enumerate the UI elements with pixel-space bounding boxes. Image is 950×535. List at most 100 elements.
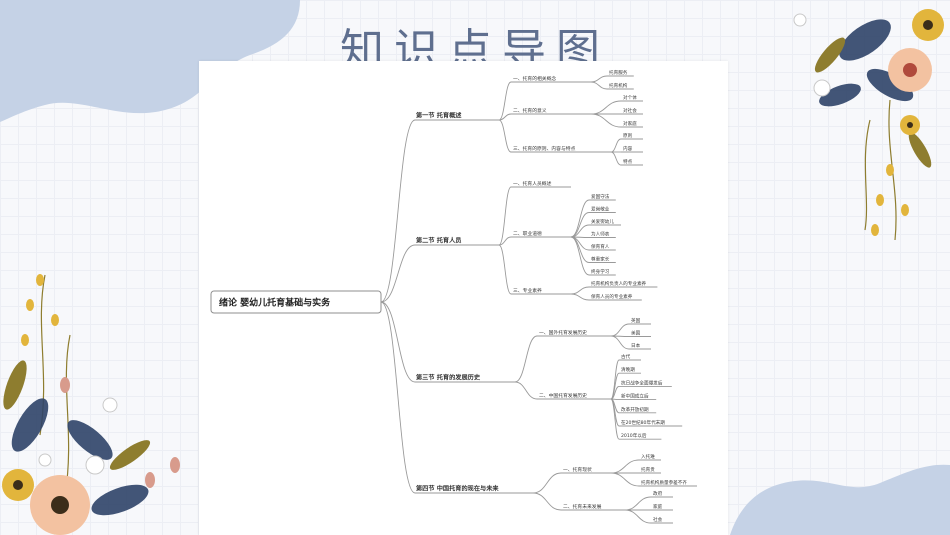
leaf-node-label: 对个体: [623, 94, 637, 101]
leaf-node-label: 原则: [623, 132, 633, 139]
leaf-node-label: 政府: [653, 490, 663, 497]
topic-node-label: 二、中国托育发展历史: [539, 392, 587, 399]
leaf-node-label: 入托难: [641, 453, 655, 460]
topic-to-leaf-link: [610, 398, 620, 440]
leaf-node-label: 对家庭: [623, 120, 637, 127]
topic-to-leaf-link: [610, 151, 622, 166]
root-to-section-link: [380, 119, 416, 303]
topic-to-leaf-link: [610, 138, 622, 153]
topic-to-leaf-link: [590, 100, 622, 115]
leaf-node-label: 托育机构: [609, 82, 628, 89]
topic-to-leaf-link: [624, 496, 652, 511]
topic-to-leaf-link: [590, 113, 622, 128]
topic-node-label: 一、托育人员概述: [513, 180, 552, 187]
section-to-topic-link: [532, 472, 562, 494]
topic-node-label: 二、职业道德: [513, 230, 542, 237]
topic-to-leaf-link: [570, 293, 590, 301]
topic-node-label: 一、托育的相关概念: [513, 75, 556, 82]
mindmap-card: 绪论 婴幼儿托育基础与实务 第一节 托育概述 一、托育的相关概念 托育服务托育机构二、…: [199, 61, 728, 535]
section-to-topic-link: [498, 81, 512, 121]
leaf-node-label: 内容: [623, 145, 633, 152]
topic-to-leaf-link: [570, 236, 590, 276]
section-to-topic-link: [514, 381, 538, 400]
leaf-node-label: 家庭: [653, 503, 663, 510]
mustard-flower: [900, 9, 944, 135]
peach-flower: [888, 48, 932, 92]
root-node-label: 绪论 婴幼儿托育基础与实务: [219, 297, 331, 309]
section-to-topic-link: [498, 119, 512, 153]
topic-to-leaf-link: [610, 472, 640, 487]
leaf-node-label: 美国: [631, 330, 641, 337]
topic-node-label: 二、托育的意义: [513, 107, 547, 114]
leaf-node-label: 关爱婴幼儿: [591, 218, 614, 225]
topic-node-label: 二、托育未来发展: [563, 503, 602, 510]
section-to-topic-link: [498, 236, 512, 246]
topic-to-leaf-link: [624, 509, 652, 524]
leaf-node-label: 终身学习: [591, 268, 610, 275]
leaf-node-label: 为人师表: [591, 231, 610, 238]
leaf-node-label: 古代: [621, 353, 631, 360]
root-to-section-link: [380, 301, 416, 383]
topic-to-leaf-link: [610, 323, 630, 337]
olive-leaf-group: [3, 360, 151, 470]
section-to-topic-link: [498, 113, 512, 121]
mindmap-diagram: 绪论 婴幼儿托育基础与实务 第一节 托育概述 一、托育的相关概念 托育服务托育机构二、…: [210, 69, 697, 524]
section-to-topic-link: [532, 492, 562, 511]
section-to-topic-link: [514, 335, 538, 383]
buds: [21, 274, 59, 346]
leaf-node-label: 新中国成立后: [621, 393, 649, 400]
pink-buds: [60, 377, 180, 488]
topic-node-label: 三、托育的原则、内容与特点: [513, 145, 576, 152]
leaf-node-label: 英国: [631, 317, 641, 324]
section-node-label: 第三节 托育的发展历史: [415, 374, 481, 382]
leaf-node-label: 托育服务: [609, 69, 628, 76]
white-daisy: [793, 13, 831, 97]
top-left-blob-decoration: [0, 0, 300, 122]
leaf-node-label: 保育人员的专业素养: [591, 293, 633, 300]
section-node-label: 第二节 托育人员: [415, 237, 461, 245]
leaf-node-label: 清晚期: [621, 366, 635, 373]
blob-shape: [730, 464, 950, 535]
leaf-node-label: 托育机构质量参差不齐: [641, 479, 687, 486]
leaf-node-label: 对社会: [623, 107, 637, 114]
topic-to-leaf-link: [570, 212, 590, 238]
leaf-node-label: 爱国守法: [591, 193, 610, 200]
olive-leaf-group: [814, 37, 932, 168]
root-to-section-link: [380, 244, 416, 303]
section-to-topic-link: [498, 186, 512, 246]
leaf-node-label: 抗日战争全面爆发后: [621, 379, 663, 386]
topic-to-leaf-link: [590, 75, 608, 83]
leaf-node-label: 托育贵: [641, 466, 655, 473]
leaf-node-label: 社会: [653, 516, 663, 523]
section-node-label: 第四节 中国托育的现在与未来: [415, 485, 499, 493]
section-node-label: 第一节 托育概述: [415, 112, 462, 120]
topic-node-label: 三、专业素养: [513, 287, 542, 294]
topic-node-label: 一、托育现状: [563, 466, 592, 473]
topic-to-leaf-link: [570, 199, 590, 238]
leaf-node-label: 尊重家长: [591, 256, 610, 263]
bottom-left-floral-decoration: [2, 274, 180, 535]
leaf-group: [819, 19, 914, 107]
section-to-topic-link: [498, 244, 512, 295]
mustard-flower: [2, 469, 34, 501]
topic-to-leaf-link: [610, 335, 630, 350]
leaf-node-label: 托育机构负责人的专业素养: [591, 280, 647, 287]
bottom-right-blob-decoration: [730, 464, 950, 535]
top-right-floral-decoration: [793, 9, 944, 241]
leaf-node-label: 特点: [623, 158, 633, 165]
blob-shape: [0, 0, 300, 122]
topic-to-leaf-link: [610, 459, 640, 474]
leaf-node-label: 改革开放初期: [621, 406, 649, 413]
leaf-node-label: 在20世纪80年代末期: [621, 419, 665, 426]
leaf-node-label: 2010年以后: [621, 432, 647, 439]
leaf-group: [11, 398, 149, 516]
leaf-node-label: 保育育人: [591, 243, 610, 250]
white-daisy: [38, 397, 118, 475]
leaf-node-label: 日本: [631, 342, 641, 349]
root-to-section-link: [380, 301, 416, 494]
leaf-node-label: 爱岗敬业: [591, 206, 610, 213]
buds: [871, 164, 909, 236]
topic-to-leaf-link: [570, 286, 590, 295]
peach-flower: [30, 475, 90, 535]
topic-to-leaf-link: [590, 81, 608, 90]
